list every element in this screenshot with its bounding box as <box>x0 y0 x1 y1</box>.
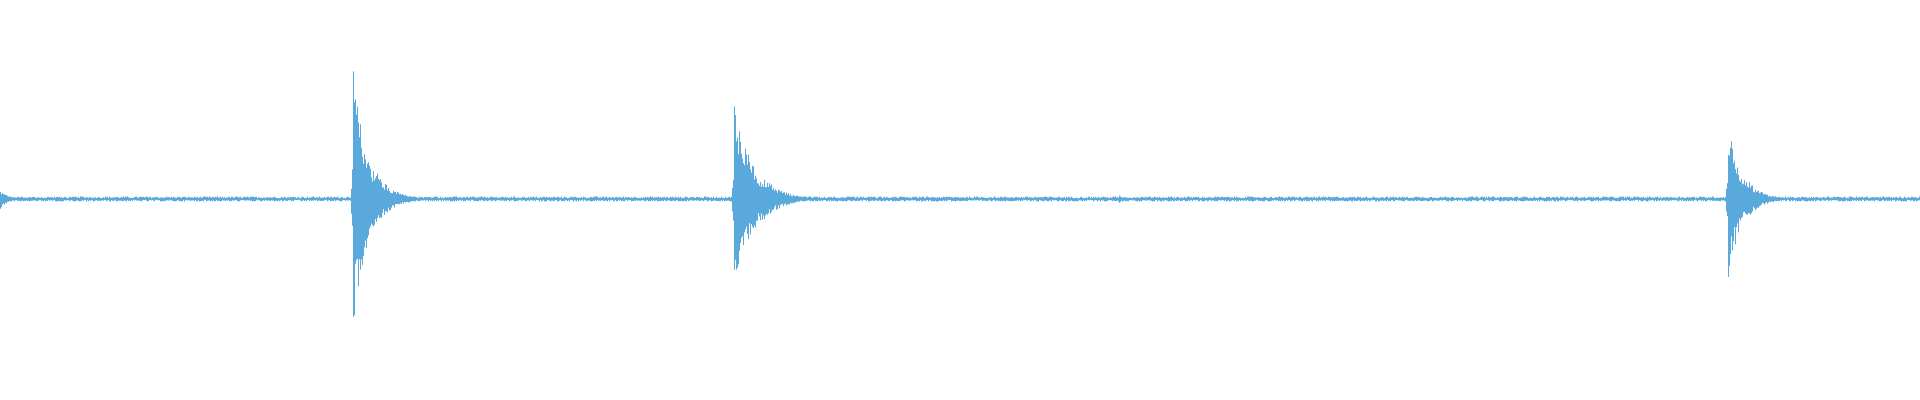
waveform-path <box>0 71 1920 317</box>
waveform-samples <box>0 71 1920 317</box>
